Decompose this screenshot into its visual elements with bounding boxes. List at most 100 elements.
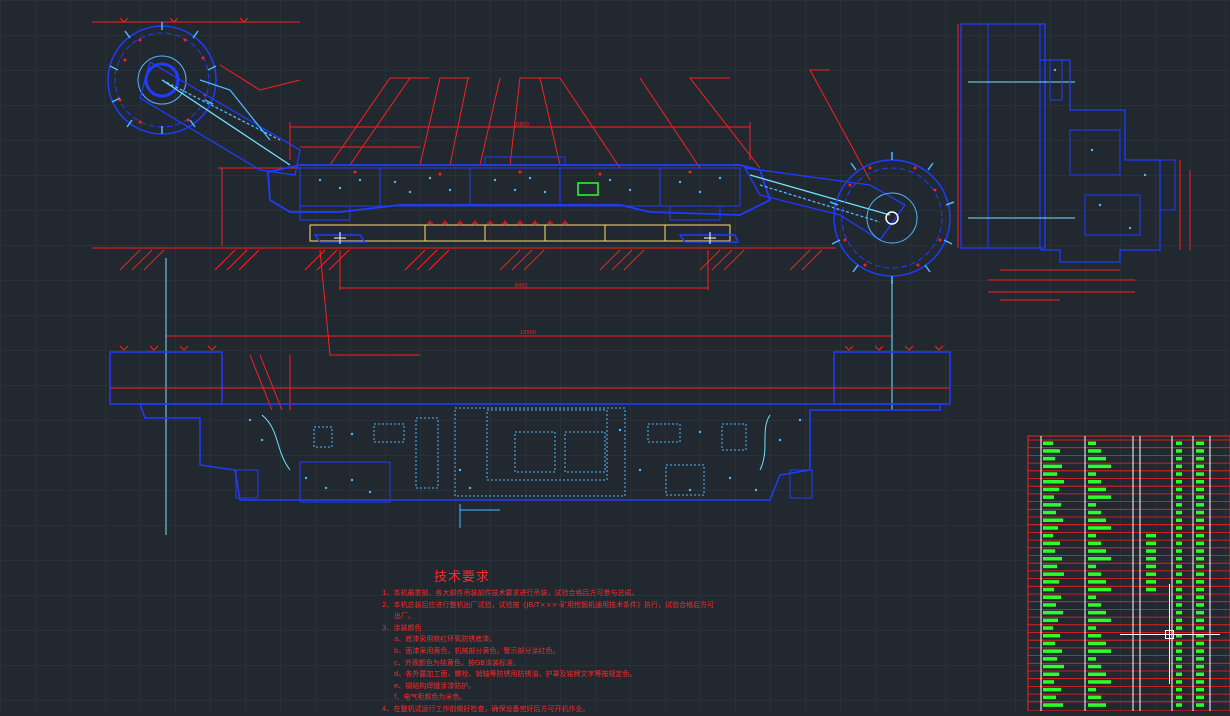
table-entry-mark [1043, 572, 1064, 576]
table-entry-mark [1088, 595, 1096, 599]
table-entry-mark [1196, 672, 1204, 676]
table-entry-mark [1176, 518, 1182, 522]
table-entry-mark [1176, 687, 1182, 692]
crosshair-cursor-vertical [1169, 584, 1170, 684]
table-entry-mark [1196, 441, 1204, 445]
table-entry-mark [1176, 695, 1182, 700]
table-entry-mark [1196, 464, 1204, 469]
dimension-lines-top [92, 17, 892, 356]
table-entry-mark [1088, 456, 1106, 461]
table-entry-mark [1043, 495, 1054, 499]
table-entry-mark [1043, 510, 1056, 515]
parts-table[interactable] [1027, 435, 1230, 711]
table-entry-mark [1088, 695, 1101, 700]
note-line: 2、本机总装后应进行整机出厂试验，试验按《JB/T×××-矿用挖掘机通用技术条件… [382, 600, 715, 609]
note-line: 3、涂装颜色 [382, 623, 422, 632]
table-entry-mark [1176, 634, 1182, 638]
note-line: c、外观颜色为桔黄色，按GB涂装标准。 [394, 658, 521, 667]
note-line: d、各外露加工面、螺栓、销轴等防锈用防锈油，护罩及铭牌文字等按规定色。 [394, 670, 637, 679]
right-cutting-drum[interactable] [829, 152, 955, 284]
table-entry-mark [1176, 649, 1182, 653]
table-entry-mark [1196, 449, 1204, 453]
table-entry-mark [1088, 518, 1106, 522]
table-entry-mark [1176, 480, 1182, 484]
table-entry-mark [1176, 680, 1182, 684]
table-entry-mark [1176, 595, 1182, 599]
table-entry-mark [1176, 449, 1182, 453]
table-entry-mark [1176, 526, 1182, 530]
table-entry-mark [1043, 487, 1059, 492]
table-entry-mark [1176, 603, 1182, 607]
table-entry-mark [1043, 533, 1053, 538]
notes-title: 技术要求 [434, 570, 491, 585]
table-entry-mark [1088, 626, 1096, 630]
table-entry-mark [1176, 533, 1182, 538]
table-entry-mark [1043, 441, 1053, 445]
table-entry-mark [1196, 557, 1204, 561]
table-entry-mark [1088, 618, 1111, 623]
table-entry-mark [1176, 664, 1182, 669]
table-entry-mark [1196, 580, 1204, 584]
note-line: 出厂。 [394, 612, 415, 621]
table-entry-mark [1196, 495, 1204, 499]
crawler-track-base[interactable] [309, 220, 740, 244]
table-entry-mark [1088, 564, 1096, 569]
table-entry-mark [1043, 464, 1062, 469]
table-entry-mark [1043, 618, 1058, 623]
table-entry-mark [1088, 557, 1111, 561]
table-entry-mark [1176, 541, 1182, 546]
table-entry-mark [1088, 657, 1096, 661]
table-entry-mark [1088, 580, 1106, 584]
table-entry-mark [1146, 541, 1156, 546]
table-entry-mark [1176, 510, 1182, 515]
table-entry-mark [1088, 641, 1106, 646]
table-entry-mark [1176, 495, 1182, 499]
note-line: a、底漆采用铁红环氧防锈底漆。 [394, 635, 497, 644]
table-entry-mark [1088, 649, 1111, 653]
left-boom-arm[interactable] [139, 61, 301, 176]
table-entry-mark [1196, 664, 1204, 669]
table-entry-mark [1088, 510, 1101, 515]
table-entry-mark [1088, 503, 1096, 507]
table-entry-mark [1176, 549, 1182, 553]
table-entry-mark [1146, 572, 1156, 576]
table-entry-mark [1043, 472, 1057, 476]
table-entry-mark [1088, 687, 1096, 692]
table-entry-mark [1196, 680, 1204, 684]
main-frame-body[interactable] [267, 156, 772, 221]
table-entry-mark [1043, 603, 1056, 607]
table-entry-mark [1196, 610, 1204, 615]
table-entry-mark [1088, 680, 1111, 684]
table-entry-mark [1196, 687, 1204, 692]
table-entry-mark [1196, 456, 1204, 461]
side-elevation-view[interactable]: 10800 6400 19500 [92, 17, 955, 535]
technical-requirements-notes: 技术要求 1、本机最重部、各大部件吊装前件技术要求进行吊装，试验合格后方可参与总… [382, 570, 742, 716]
table-entry-mark [1176, 472, 1182, 476]
table-entry-mark [1176, 641, 1182, 646]
table-entry-mark [1196, 564, 1204, 569]
table-entry-mark [1043, 518, 1063, 522]
table-entry-mark [1043, 672, 1059, 676]
table-entry-mark [1196, 572, 1204, 576]
table-entry-mark [1043, 664, 1064, 669]
table-entry-mark [1176, 626, 1182, 630]
table-entry-mark [1196, 510, 1204, 515]
table-entry-mark [1088, 526, 1111, 530]
dimension-text: 19500 [520, 330, 536, 336]
table-entry-mark [1043, 695, 1056, 700]
left-cutting-drum[interactable] [107, 22, 217, 135]
parts-table-rows [1028, 439, 1230, 703]
table-entry-mark [1176, 464, 1182, 469]
table-entry-mark [1196, 526, 1204, 530]
table-entry-mark [1088, 480, 1101, 484]
plan-view[interactable] [109, 345, 951, 528]
table-entry-mark [1196, 472, 1204, 476]
table-entry-mark [1088, 472, 1096, 476]
table-entry-mark [1196, 503, 1204, 507]
end-view[interactable] [957, 23, 1191, 301]
table-entry-mark [1043, 541, 1060, 546]
table-entry-mark [1196, 695, 1204, 700]
table-entry-mark [1088, 549, 1106, 553]
table-entry-mark [1176, 580, 1182, 584]
